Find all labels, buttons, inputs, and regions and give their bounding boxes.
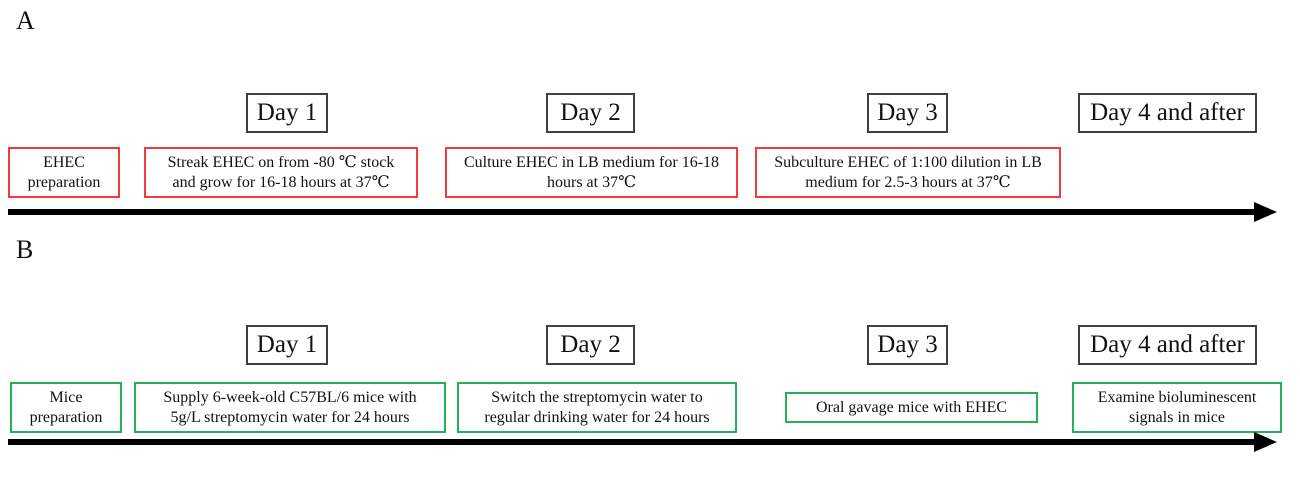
panel-b-arrowhead-icon [1254,432,1277,452]
panel-b-day-4-header: Day 4 and after [1078,325,1257,365]
panel-b-step-oral-gavage-box: Oral gavage mice with EHEC [785,392,1038,423]
panel-a-day-4-header: Day 4 and after [1078,93,1257,133]
panel-a-day-3-header: Day 3 [867,93,948,133]
panel-a-category-box: EHEC preparation [8,147,120,198]
panel-b-step-examine-box: Examine bioluminescent signals in mice [1072,382,1282,433]
panel-a-step-subculture-box: Subculture EHEC of 1:100 dilution in LB … [755,147,1061,198]
panel-b-category-box: Mice preparation [10,382,122,433]
panel-b-day-3-header: Day 3 [867,325,948,365]
panel-a-step-streak-box: Streak EHEC on from -80 ℃ stock and grow… [144,147,418,198]
panel-a-step-culture-box: Culture EHEC in LB medium for 16-18 hour… [445,147,738,198]
panel-b-label: B [16,235,34,264]
panel-b-step-switch-water-box: Switch the streptomycin water to regular… [457,382,737,433]
panel-b-step-streptomycin-box: Supply 6-week-old C57BL/6 mice with 5g/L… [134,382,446,433]
panel-a-arrowhead-icon [1254,202,1277,222]
panel-b-day-1-header: Day 1 [246,325,328,365]
panel-a-day-1-header: Day 1 [246,93,328,133]
panel-a-arrow-line [8,209,1256,215]
panel-b-day-2-header: Day 2 [546,325,635,365]
panel-a-label: A [16,6,35,35]
panel-a-day-2-header: Day 2 [546,93,635,133]
panel-b-arrow-line [8,439,1256,445]
